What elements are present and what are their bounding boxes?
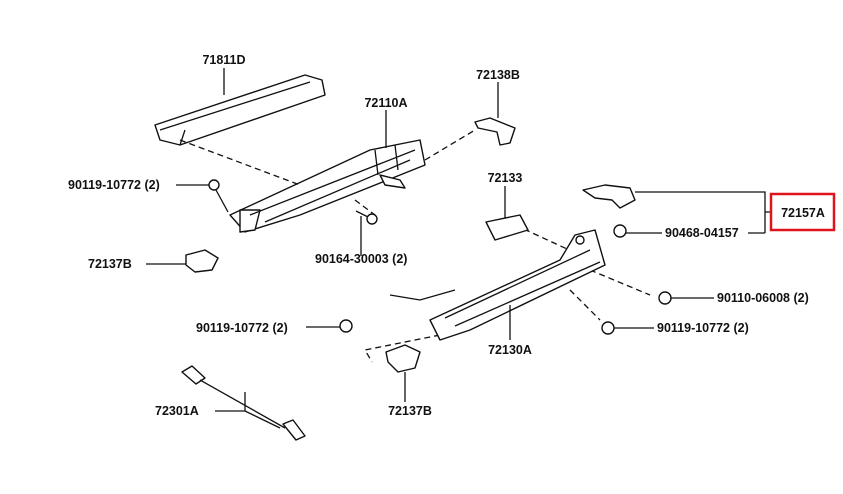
bolt-lower-left[interactable] <box>339 319 353 333</box>
cover-72138b-part[interactable] <box>474 117 516 146</box>
screw-center[interactable] <box>355 210 378 225</box>
label-72137b-left[interactable]: 72137B <box>88 257 132 271</box>
label-bolt-upper-left[interactable]: 90119-10772 (2) <box>68 178 160 192</box>
bracket-72133-part[interactable] <box>485 214 529 241</box>
bolt-right-lower[interactable] <box>601 321 615 335</box>
bolt-upper-left[interactable] <box>208 179 229 213</box>
clip-part[interactable] <box>613 224 627 238</box>
label-bolt-right-lower[interactable]: 90119-10772 (2) <box>657 321 749 335</box>
label-71811d[interactable]: 71811D <box>202 53 245 67</box>
label-clip[interactable]: 90468-04157 <box>665 226 739 240</box>
label-bolt-lower-left[interactable]: 90119-10772 (2) <box>196 321 288 335</box>
leader-72157a <box>626 191 771 234</box>
label-72137b-bottom[interactable]: 72137B <box>388 404 432 418</box>
label-72138b[interactable]: 72138B <box>476 68 520 82</box>
label-72157a[interactable]: 72157A <box>781 206 825 220</box>
cover-bottom-part[interactable] <box>385 344 421 373</box>
leader-72301a <box>215 392 281 429</box>
label-screw-center[interactable]: 90164-30003 (2) <box>315 252 407 266</box>
highlight-box <box>769 192 836 232</box>
lower-track-part[interactable] <box>389 229 606 341</box>
rail-cover-part[interactable] <box>154 74 326 146</box>
label-72130a[interactable]: 72130A <box>488 343 532 357</box>
label-72110a[interactable]: 72110A <box>364 96 407 110</box>
bolt-right-upper[interactable] <box>658 291 672 305</box>
label-bolt-right-upper[interactable]: 90110-06008 (2) <box>717 291 809 305</box>
label-72301a[interactable]: 72301A <box>155 404 199 418</box>
lever-72157a-part[interactable] <box>582 184 636 209</box>
label-72133[interactable]: 72133 <box>488 171 523 185</box>
cable-part[interactable] <box>181 365 306 441</box>
upper-track-part[interactable] <box>229 139 426 233</box>
cover-left-part[interactable] <box>185 249 219 273</box>
